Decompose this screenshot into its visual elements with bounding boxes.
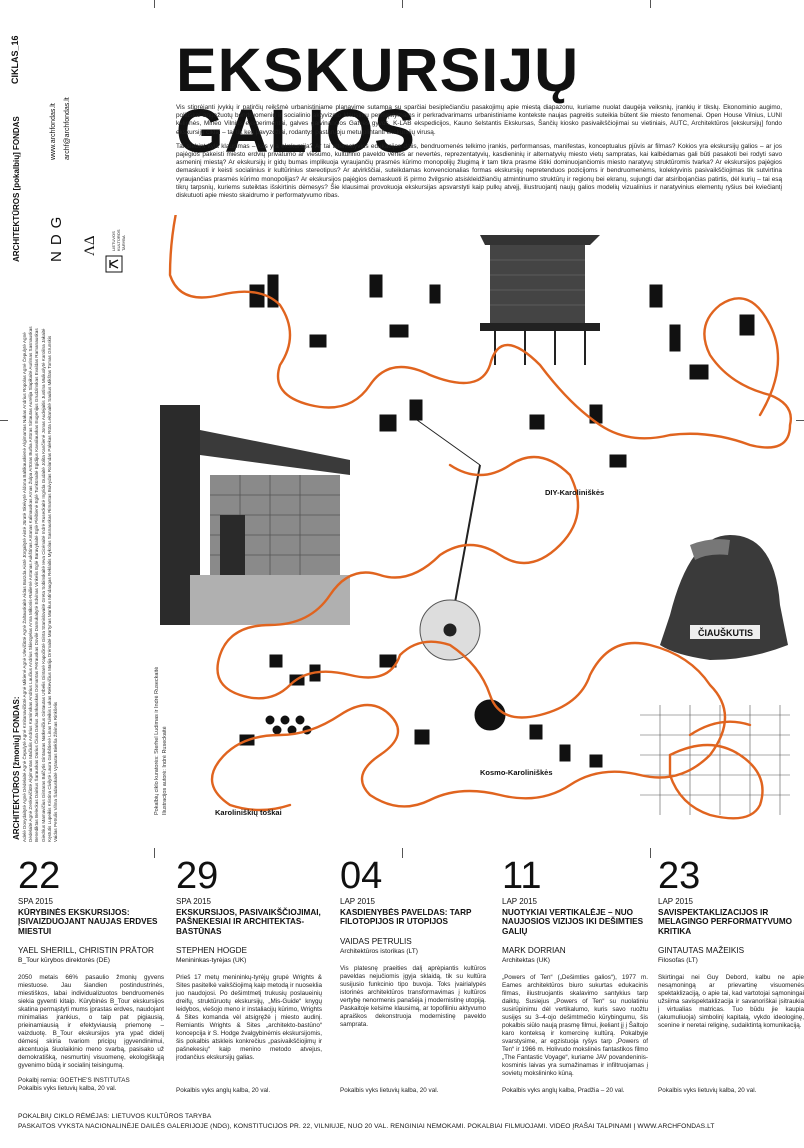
city-grid bbox=[640, 705, 790, 815]
footer-sponsor: POKALBIŲ CIKLO RĖMĖJAS: LIETUVOS KULTŪRO… bbox=[18, 1113, 212, 1120]
tower-photo bbox=[470, 215, 610, 365]
event-speaker: STEPHEN HOGDE bbox=[176, 946, 247, 956]
crop-mark bbox=[650, 848, 651, 858]
event-month: SPA 2015 bbox=[176, 897, 211, 906]
courtyard-photo bbox=[160, 405, 350, 625]
event-speaker-role: B_Tour kūrybos direktorės (DE) bbox=[18, 957, 110, 965]
event-note: Pokalbis vyks lietuvių kalba, 20 val. bbox=[340, 1087, 439, 1094]
map-credit-curators: Pokalbių ciklo kuratorės: Sterhel Ludima… bbox=[154, 667, 160, 815]
intro-text: Vis stiprėjanti įvykių ir patirčių reikš… bbox=[176, 104, 782, 206]
svg-text:KULTŪROS: KULTŪROS bbox=[116, 229, 121, 251]
crop-mark bbox=[650, 0, 651, 8]
event-4: 11 LAP 2015 NUOTYKIAI VERTIKALĖJE – NUO … bbox=[502, 853, 648, 1094]
event-speaker-role: Menininkas-tyrėjas (UK) bbox=[176, 957, 247, 965]
ciauskutis-illustration: ČIAUŠKUTIS bbox=[660, 535, 788, 660]
crop-mark bbox=[0, 420, 8, 421]
event-description: 2050 metais 66% pasaulio žmonių gyvens m… bbox=[18, 974, 164, 1070]
event-title: EKSKURSIJOS, PASIVAIKŠČIOJIMAI, PAŠNEKES… bbox=[176, 908, 321, 936]
event-day: 11 bbox=[502, 855, 542, 897]
event-note: Pokalbis vyks anglų kalba, Pradžia – 20 … bbox=[502, 1087, 625, 1094]
event-speaker: GINTAUTAS MAŽEIKIS bbox=[658, 946, 745, 956]
event-day: 04 bbox=[340, 855, 383, 897]
footer-venue-info: PASKAITOS VYKSTA NACIONALINĖJE DAILĖS GA… bbox=[18, 1123, 715, 1130]
event-3: 04 LAP 2015 KASDIENYBĖS PAVELDAS: TARP F… bbox=[340, 853, 486, 1094]
event-day: 29 bbox=[176, 855, 219, 897]
event-month: SPA 2015 bbox=[18, 897, 53, 906]
fund-name: ARCHITEKTŪROS [pokalbių] FONDAS bbox=[12, 116, 21, 262]
crop-mark bbox=[402, 0, 403, 8]
website-link[interactable]: www.archfondas.lt bbox=[50, 103, 57, 160]
event-description: „Powers of Ten“ („Dešimties galios“), 19… bbox=[502, 974, 648, 1078]
event-title: NUOTYKIAI VERTIKALĖJE – NUO NAUJOSIOS VI… bbox=[502, 908, 644, 936]
event-speaker: YAEL SHERILL, CHRISTIN PRÄTOR bbox=[18, 946, 154, 956]
event-note: Pokalbis vyks anglų kalba, 20 val. bbox=[176, 1087, 271, 1094]
event-month: LAP 2015 bbox=[340, 897, 375, 906]
route-label-diy: DIY-Karoliniškės bbox=[545, 488, 604, 497]
event-description: Vis platesnę praeities dalį aprėpiantis … bbox=[340, 964, 486, 1028]
page-title: EKSKURSIJŲ GALIOS bbox=[176, 36, 580, 165]
people-fund-title: ARCHITEKTŪROS [žmonių] FONDAS: bbox=[12, 696, 21, 840]
event-day: 22 bbox=[18, 855, 61, 897]
event-speaker-role: Architektas (UK) bbox=[502, 957, 550, 965]
crop-mark bbox=[154, 848, 155, 858]
event-2: 29 SPA 2015 EKSKURSIJOS, PASIVAIKŠČIOJIM… bbox=[176, 853, 322, 1094]
crop-mark bbox=[154, 0, 155, 8]
svg-text:LIETUVOS: LIETUVOS bbox=[111, 231, 116, 251]
event-description: Prieš 17 metų menininkų-tyrėjų grupė Wri… bbox=[176, 974, 322, 1062]
email-link[interactable]: archf@archfondas.lt bbox=[64, 97, 71, 160]
ndg-logo: NDG bbox=[48, 210, 65, 262]
tv-tower-illustration bbox=[409, 414, 481, 661]
aa-logo: ΛΔ bbox=[76, 210, 100, 270]
event-description: Skirtingai nei Guy Debord, kalbu ne apie… bbox=[658, 974, 804, 1030]
route-line bbox=[128, 162, 792, 820]
series-label: CIKLAS_16 bbox=[10, 35, 20, 84]
route-map-drawing: Pokalbių ciklo kuratorės: Sterhel Ludima… bbox=[128, 162, 792, 820]
event-speaker: VAIDAS PETRULIS bbox=[340, 936, 412, 946]
event-month: LAP 2015 bbox=[502, 897, 537, 906]
ciauskutis-sign: ČIAUŠKUTIS bbox=[698, 627, 753, 638]
people-fund-names: Adelė Dovydaitytė Agnė Dėdelaitė Agnė Če… bbox=[22, 326, 59, 842]
event-title: KASDIENYBĖS PAVELDAS: TARP FILOTOPIJOS I… bbox=[340, 908, 472, 927]
event-speaker-role: Filosofas (LT) bbox=[658, 957, 698, 965]
event-day: 23 bbox=[658, 855, 701, 897]
event-title: KŪRYBINĖS EKSKURSIJOS: ĮSIVAIZDUOJANT NA… bbox=[18, 908, 158, 936]
intro-paragraph: Tai stebint kyla klausimas – kas yra eks… bbox=[176, 142, 782, 200]
route-label-kosmo: Kosmo-Karoliniškės bbox=[480, 768, 553, 777]
svg-text:ΛΔ: ΛΔ bbox=[82, 235, 98, 256]
event-5: 23 LAP 2015 SAVISPEKTAKLIZACIJOS IR MELA… bbox=[658, 853, 804, 1094]
event-speaker: MARK DORRIAN bbox=[502, 946, 566, 956]
event-speaker-role: Architektūros istorikas (LT) bbox=[340, 947, 418, 955]
svg-text:TARYBA: TARYBA bbox=[121, 235, 126, 251]
map-credit-illustration: Iliustracijos autorė: Indrė Ruseckaitė bbox=[162, 726, 168, 815]
intro-paragraph: Vis stiprėjanti įvykių ir patirčių reikš… bbox=[176, 104, 782, 136]
event-title: SAVISPEKTAKLIZACIJOS IR MELAGINGO PERFOR… bbox=[658, 908, 793, 936]
route-map: Pokalbių ciklo kuratorės: Sterhel Ludima… bbox=[128, 162, 800, 835]
event-month: LAP 2015 bbox=[658, 897, 693, 906]
event-note: Pokalbį remia: GOETHE'S INSTITUTAS Pokal… bbox=[18, 1077, 130, 1092]
crop-mark bbox=[796, 420, 804, 421]
event-1: 22 SPA 2015 KŪRYBINĖS EKSKURSIJOS: ĮSIVA… bbox=[18, 853, 164, 1092]
crop-mark bbox=[402, 848, 403, 858]
route-label-tos: Karoliniškių toškai bbox=[215, 808, 282, 817]
event-note: Pokalbis vyks lietuvių kalba, 20 val. bbox=[658, 1087, 757, 1094]
